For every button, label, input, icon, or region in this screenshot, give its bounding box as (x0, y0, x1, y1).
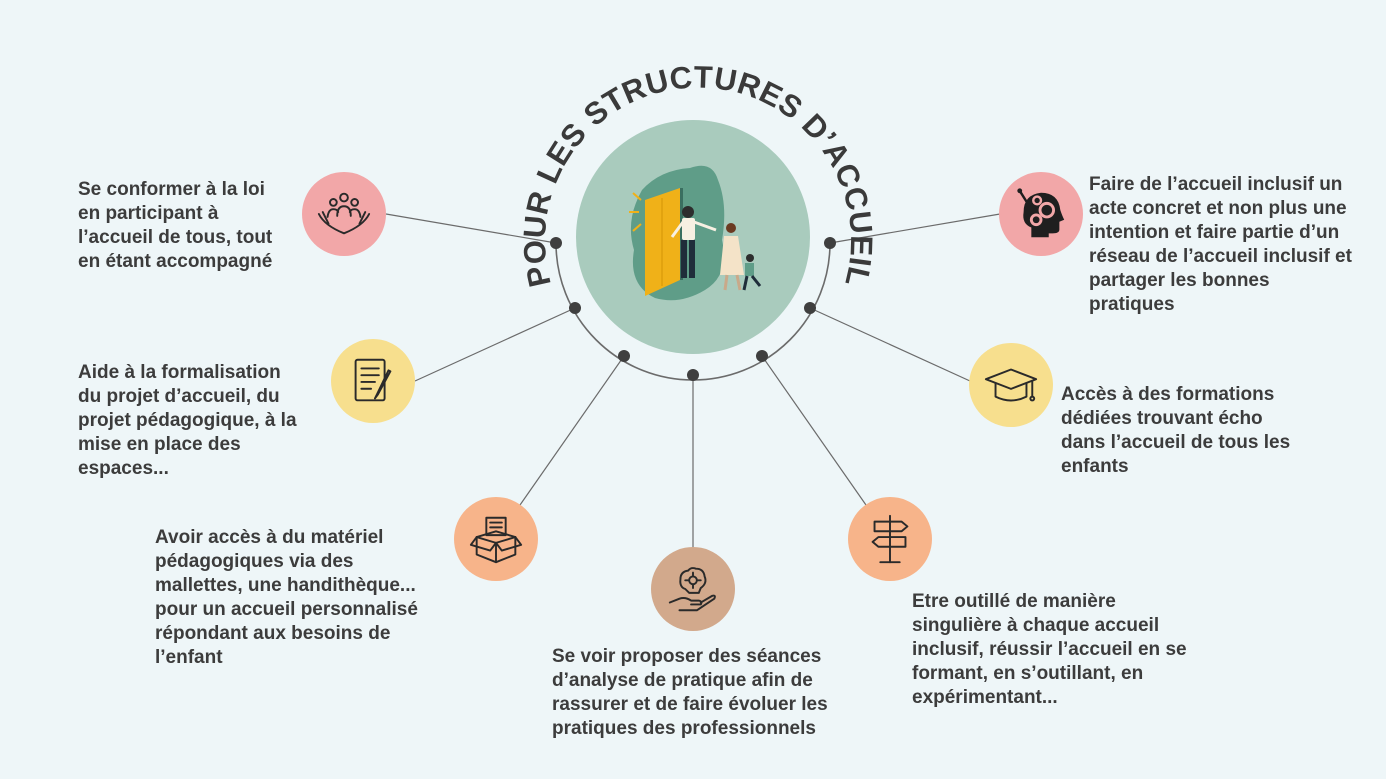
text-outille: Etre outillé de manière singulière à cha… (912, 591, 1187, 708)
node-reseau (999, 172, 1083, 256)
head-gears-icon (1017, 188, 1065, 238)
text-analyse: Se voir proposer des séances d’analyse d… (552, 646, 828, 739)
connector-line-reseau (829, 213, 1001, 244)
text-materiel: Avoir accès à du matériel pédagogiques v… (155, 527, 418, 668)
brain-gear-hand-icon (668, 567, 716, 612)
connector-line-conformer (385, 213, 557, 244)
connector-dot (824, 237, 836, 249)
node-conformer (302, 172, 386, 256)
text-formalisation: Aide à la formalisation du projet d’accu… (78, 362, 297, 479)
node-outille (848, 497, 932, 581)
node-formalisation (331, 339, 415, 423)
node-formations (969, 343, 1053, 427)
family-welcome-door-illustration (629, 165, 762, 301)
connector-dot (618, 350, 630, 362)
text-formations: Accès à des formations dédiées trouvant … (1061, 384, 1291, 477)
connector-line-formations (809, 307, 971, 382)
connector-dot (804, 302, 816, 314)
connector-dot (550, 237, 562, 249)
document-pen-icon (354, 358, 392, 402)
connector-dot (569, 302, 581, 314)
connector-line-materiel (519, 355, 625, 506)
text-reseau: Faire de l’accueil inclusif un acte conc… (1089, 174, 1352, 315)
connector-dot (687, 369, 699, 381)
connector-line-formalisation (414, 307, 576, 382)
text-conformer: Se conformer à la loi en participant à l… (78, 179, 273, 272)
connector-dot (756, 350, 768, 362)
node-materiel (454, 497, 538, 581)
hands-group-icon (317, 192, 371, 235)
signpost-icon (871, 514, 909, 564)
node-analyse (651, 547, 735, 631)
connector-line-outille (761, 355, 867, 506)
graduation-cap-icon (984, 368, 1038, 402)
open-box-icon (469, 516, 523, 564)
